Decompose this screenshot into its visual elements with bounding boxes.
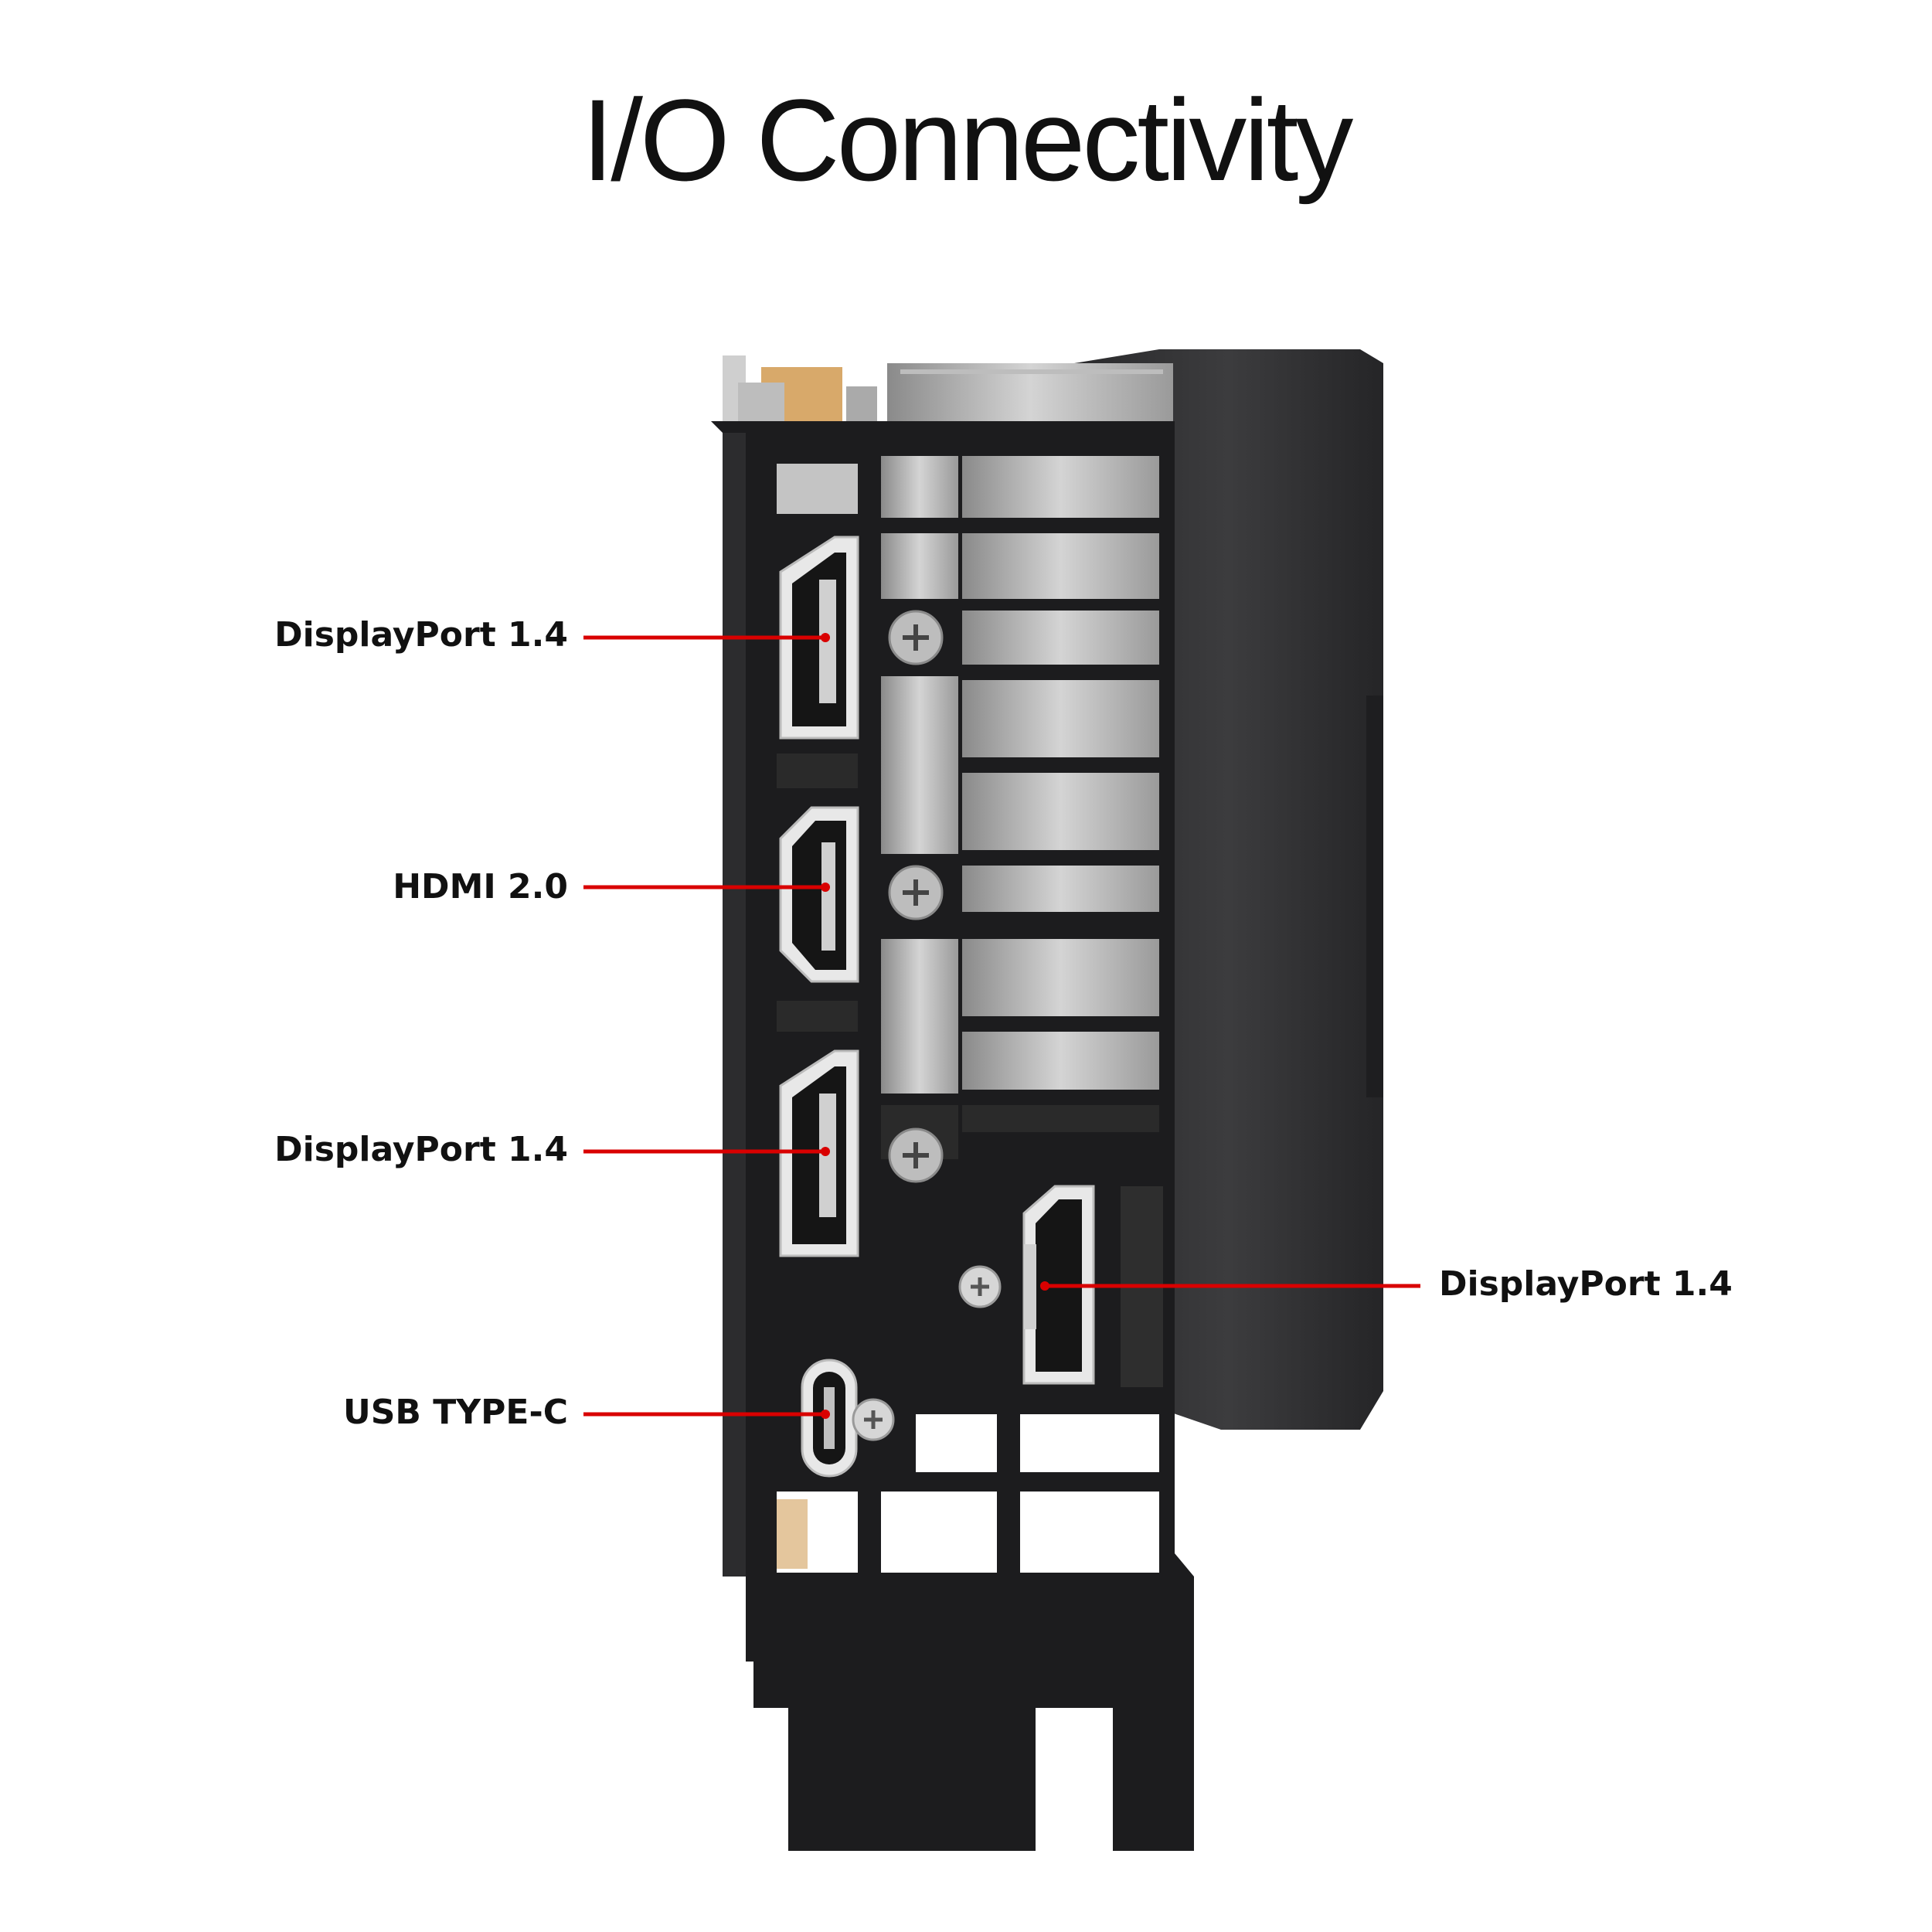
- screw-icon: [852, 610, 1002, 1441]
- bottom-cutouts: [777, 1414, 1159, 1573]
- label-displayport-3: DisplayPort 1.4: [1439, 1264, 1733, 1304]
- label-displayport-1: DisplayPort 1.4: [274, 615, 568, 655]
- callout-line-hdmi: [583, 883, 830, 892]
- page-title: I/O Connectivity: [581, 75, 1354, 205]
- hdmi-connector: [779, 806, 859, 983]
- callout-line-displayport-1: [583, 633, 830, 642]
- callout-line-usb-type-c: [583, 1410, 830, 1419]
- label-displayport-2: DisplayPort 1.4: [274, 1130, 568, 1169]
- callout-line-displayport-2: [583, 1147, 830, 1156]
- label-usb-type-c: USB TYPE-C: [342, 1393, 568, 1432]
- callout-line-displayport-3: [1040, 1281, 1420, 1291]
- label-hdmi: HDMI 2.0: [393, 867, 568, 906]
- usb-type-c-connector: [801, 1359, 858, 1478]
- vent-slots-left: [777, 456, 958, 1159]
- top-components: [723, 355, 877, 429]
- callout-lines: [583, 633, 1420, 1419]
